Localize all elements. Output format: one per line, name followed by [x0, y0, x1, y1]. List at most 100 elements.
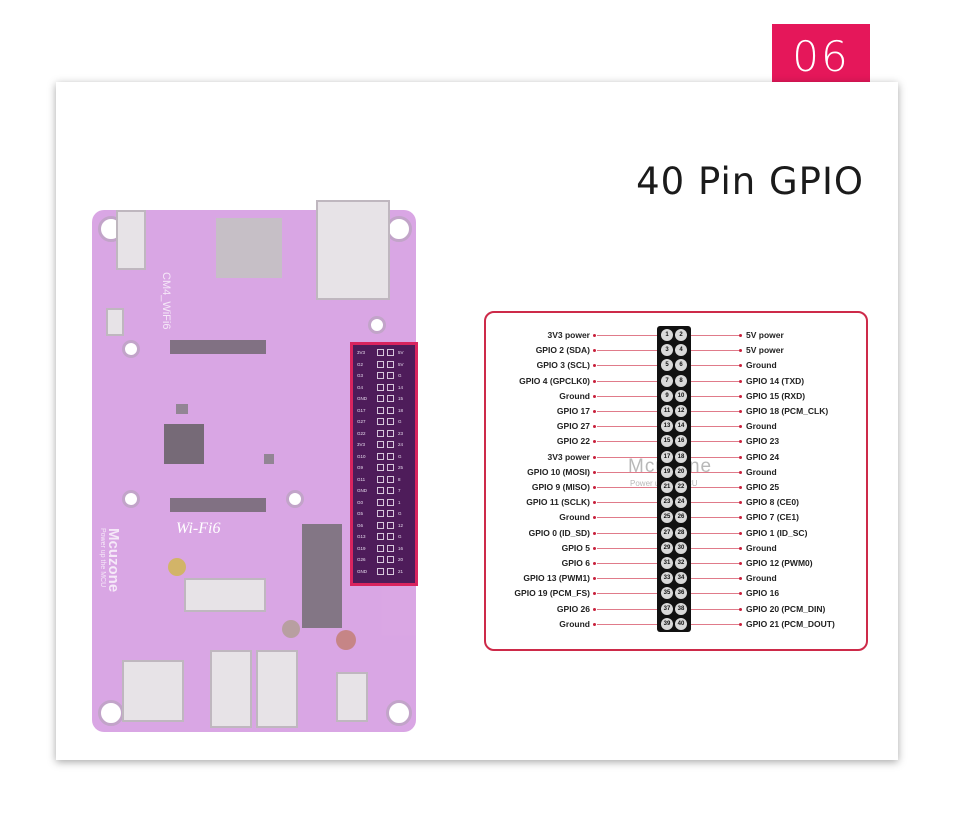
header-pin-label: G: [398, 511, 402, 516]
connector-dot: [739, 607, 742, 611]
pin-label-left: 3V3 power: [547, 451, 590, 462]
connector-dot: [593, 562, 596, 565]
pin-label-right: GPIO 1 (ID_SC): [746, 527, 808, 538]
pin-odd: 21: [661, 481, 673, 493]
connector-line: [597, 456, 657, 458]
connector-dot: [739, 501, 742, 505]
pin-even: 8: [675, 374, 687, 387]
connector-dot: [739, 425, 742, 429]
header-pin: [387, 567, 394, 575]
buzzer: [168, 558, 186, 576]
pin-label-left: GPIO 4 (GPCLK0): [519, 375, 590, 386]
pin-label-right: GPIO 25: [746, 482, 780, 492]
pin-label-left: GPIO 13 (PWM1): [523, 573, 590, 584]
pin-even: 38: [675, 602, 687, 615]
pin-label-left: Ground: [559, 618, 590, 629]
pin-odd: 31: [661, 557, 673, 569]
pin-even: 26: [675, 511, 687, 524]
capacitor: [282, 620, 300, 638]
connector-dot: [593, 334, 596, 337]
pin-label-left: GPIO 9 (MISO): [531, 482, 590, 492]
connector-line: [597, 502, 657, 504]
pin-even: 32: [675, 557, 687, 569]
header-pin: [377, 349, 384, 356]
pin-even: 2: [675, 329, 687, 341]
pin-label-left: GPIO 26: [556, 603, 590, 614]
header-pin: [377, 521, 384, 529]
pin-label-left: Ground: [559, 390, 590, 401]
mounting-hole: [386, 700, 412, 726]
mounting-hole: [286, 490, 304, 508]
header-pin-label: 7: [398, 488, 401, 493]
pin-odd: 13: [661, 420, 673, 433]
pin-odd: 11: [661, 405, 673, 417]
connector-line: [691, 426, 739, 428]
header-pin: [387, 544, 394, 552]
board-slogan: Power up the MCU: [99, 528, 106, 588]
header-pin: [387, 441, 394, 448]
pin-label-left: GPIO 11 (SCLK): [526, 497, 590, 508]
header-pin-label: 23: [398, 430, 404, 436]
pin-label-right: 5V power: [746, 330, 784, 340]
connector-line: [691, 532, 739, 534]
header-pin-label: 20: [398, 557, 404, 562]
pin-even: 16: [675, 435, 687, 448]
header-pin-label: 8: [398, 476, 401, 482]
connector-dot: [593, 622, 596, 626]
connector-dot: [593, 516, 596, 520]
connector-dot: [593, 501, 596, 505]
connector-dot: [593, 394, 596, 398]
header-pin: [377, 464, 384, 471]
header-pin-label: 5V: [398, 350, 404, 355]
pin-label-left: GPIO 5: [561, 542, 590, 553]
pin-label-right: GPIO 23: [746, 436, 780, 447]
mounting-hole: [368, 316, 386, 334]
pin-odd: 35: [661, 587, 673, 600]
pin-label-right: GPIO 15 (RXD): [746, 390, 806, 401]
pin-label-left: GPIO 19 (PCM_FS): [514, 588, 590, 599]
header-pin: [377, 383, 384, 391]
header-pin-label: GND: [357, 396, 367, 401]
pin-label-left: GPIO 27: [556, 421, 590, 432]
header-pin: [377, 498, 384, 506]
connector-line: [597, 563, 657, 564]
pin-label-left: GPIO 0 (ID_SD): [528, 527, 590, 538]
connector-dot: [593, 577, 596, 581]
connector-dot: [739, 470, 742, 474]
connector-dot: [593, 349, 596, 353]
pin-label-right: Ground: [746, 360, 777, 371]
connector-line: [597, 487, 657, 488]
pin-label-right: GPIO 21 (PCM_DOUT): [746, 618, 835, 629]
pin-even: 10: [675, 389, 687, 402]
connector-line: [691, 365, 739, 367]
connector-dot: [739, 334, 742, 337]
header-pin: [377, 360, 384, 368]
usb-port: [256, 650, 298, 728]
pin-odd: 25: [661, 511, 673, 524]
pin-odd: 37: [661, 602, 673, 615]
connector-line: [691, 563, 739, 564]
mounting-hole: [122, 340, 140, 358]
usb-port: [210, 650, 252, 728]
pin-even: 28: [675, 526, 687, 539]
pin-label-right: GPIO 12 (PWM0): [746, 558, 813, 568]
connector-dot: [739, 349, 742, 353]
pin-even: 30: [675, 541, 687, 554]
header-pin-label: G0: [357, 499, 364, 505]
page-title: 40 Pin GPIO: [636, 160, 864, 203]
connector-line: [597, 532, 657, 534]
connector-line: [597, 578, 657, 580]
header-pin: [387, 510, 394, 517]
header-pin-label: G3: [357, 373, 364, 378]
pin-label-left: GPIO 6: [561, 558, 590, 568]
connector-line: [691, 411, 739, 412]
pin-label-left: GPIO 22: [556, 436, 590, 447]
ethernet-port: [316, 200, 390, 300]
wifi-label: Wi-Fi6: [176, 520, 221, 537]
pin-odd: 17: [661, 450, 673, 463]
pin-label-right: Ground: [746, 573, 777, 584]
pin-even: 20: [675, 465, 687, 478]
header-pin: [377, 556, 384, 563]
mounting-hole: [122, 490, 140, 508]
